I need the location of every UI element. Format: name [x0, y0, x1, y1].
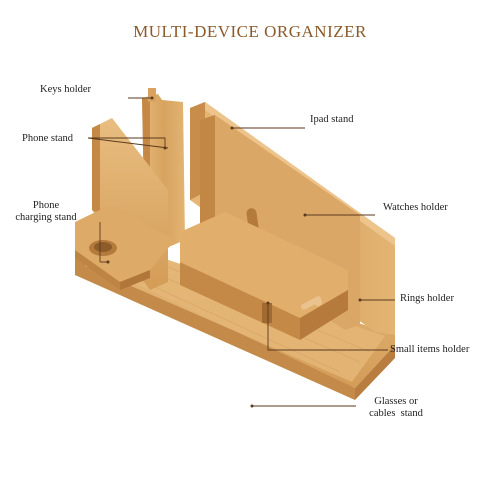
watches-holder-label: Watches holder: [383, 202, 448, 213]
phone-charging-stand-line1: Phone: [32, 200, 60, 211]
ipad-stand-label: Ipad stand: [310, 114, 354, 125]
phone-charging-stand-label: Phone charging stand: [6, 200, 86, 224]
glasses-line2: cables stand: [369, 408, 423, 419]
glasses-cables-stand-label: Glasses or cables stand: [356, 396, 436, 420]
keys-holder-label: Keys holder: [40, 84, 92, 95]
page-title: MULTI-DEVICE ORGANIZER: [133, 22, 367, 41]
phone-stand-label: Phone stand: [22, 133, 74, 144]
rings-holder-label: Rings holder: [400, 293, 454, 304]
glasses-line1: Glasses or: [374, 396, 418, 407]
small-items-block: [180, 212, 348, 340]
small-items-holder-label: Small items holder: [390, 344, 470, 355]
leader-lines: [87, 97, 395, 407]
phone-charging-stand-line2: charging stand: [15, 212, 77, 223]
